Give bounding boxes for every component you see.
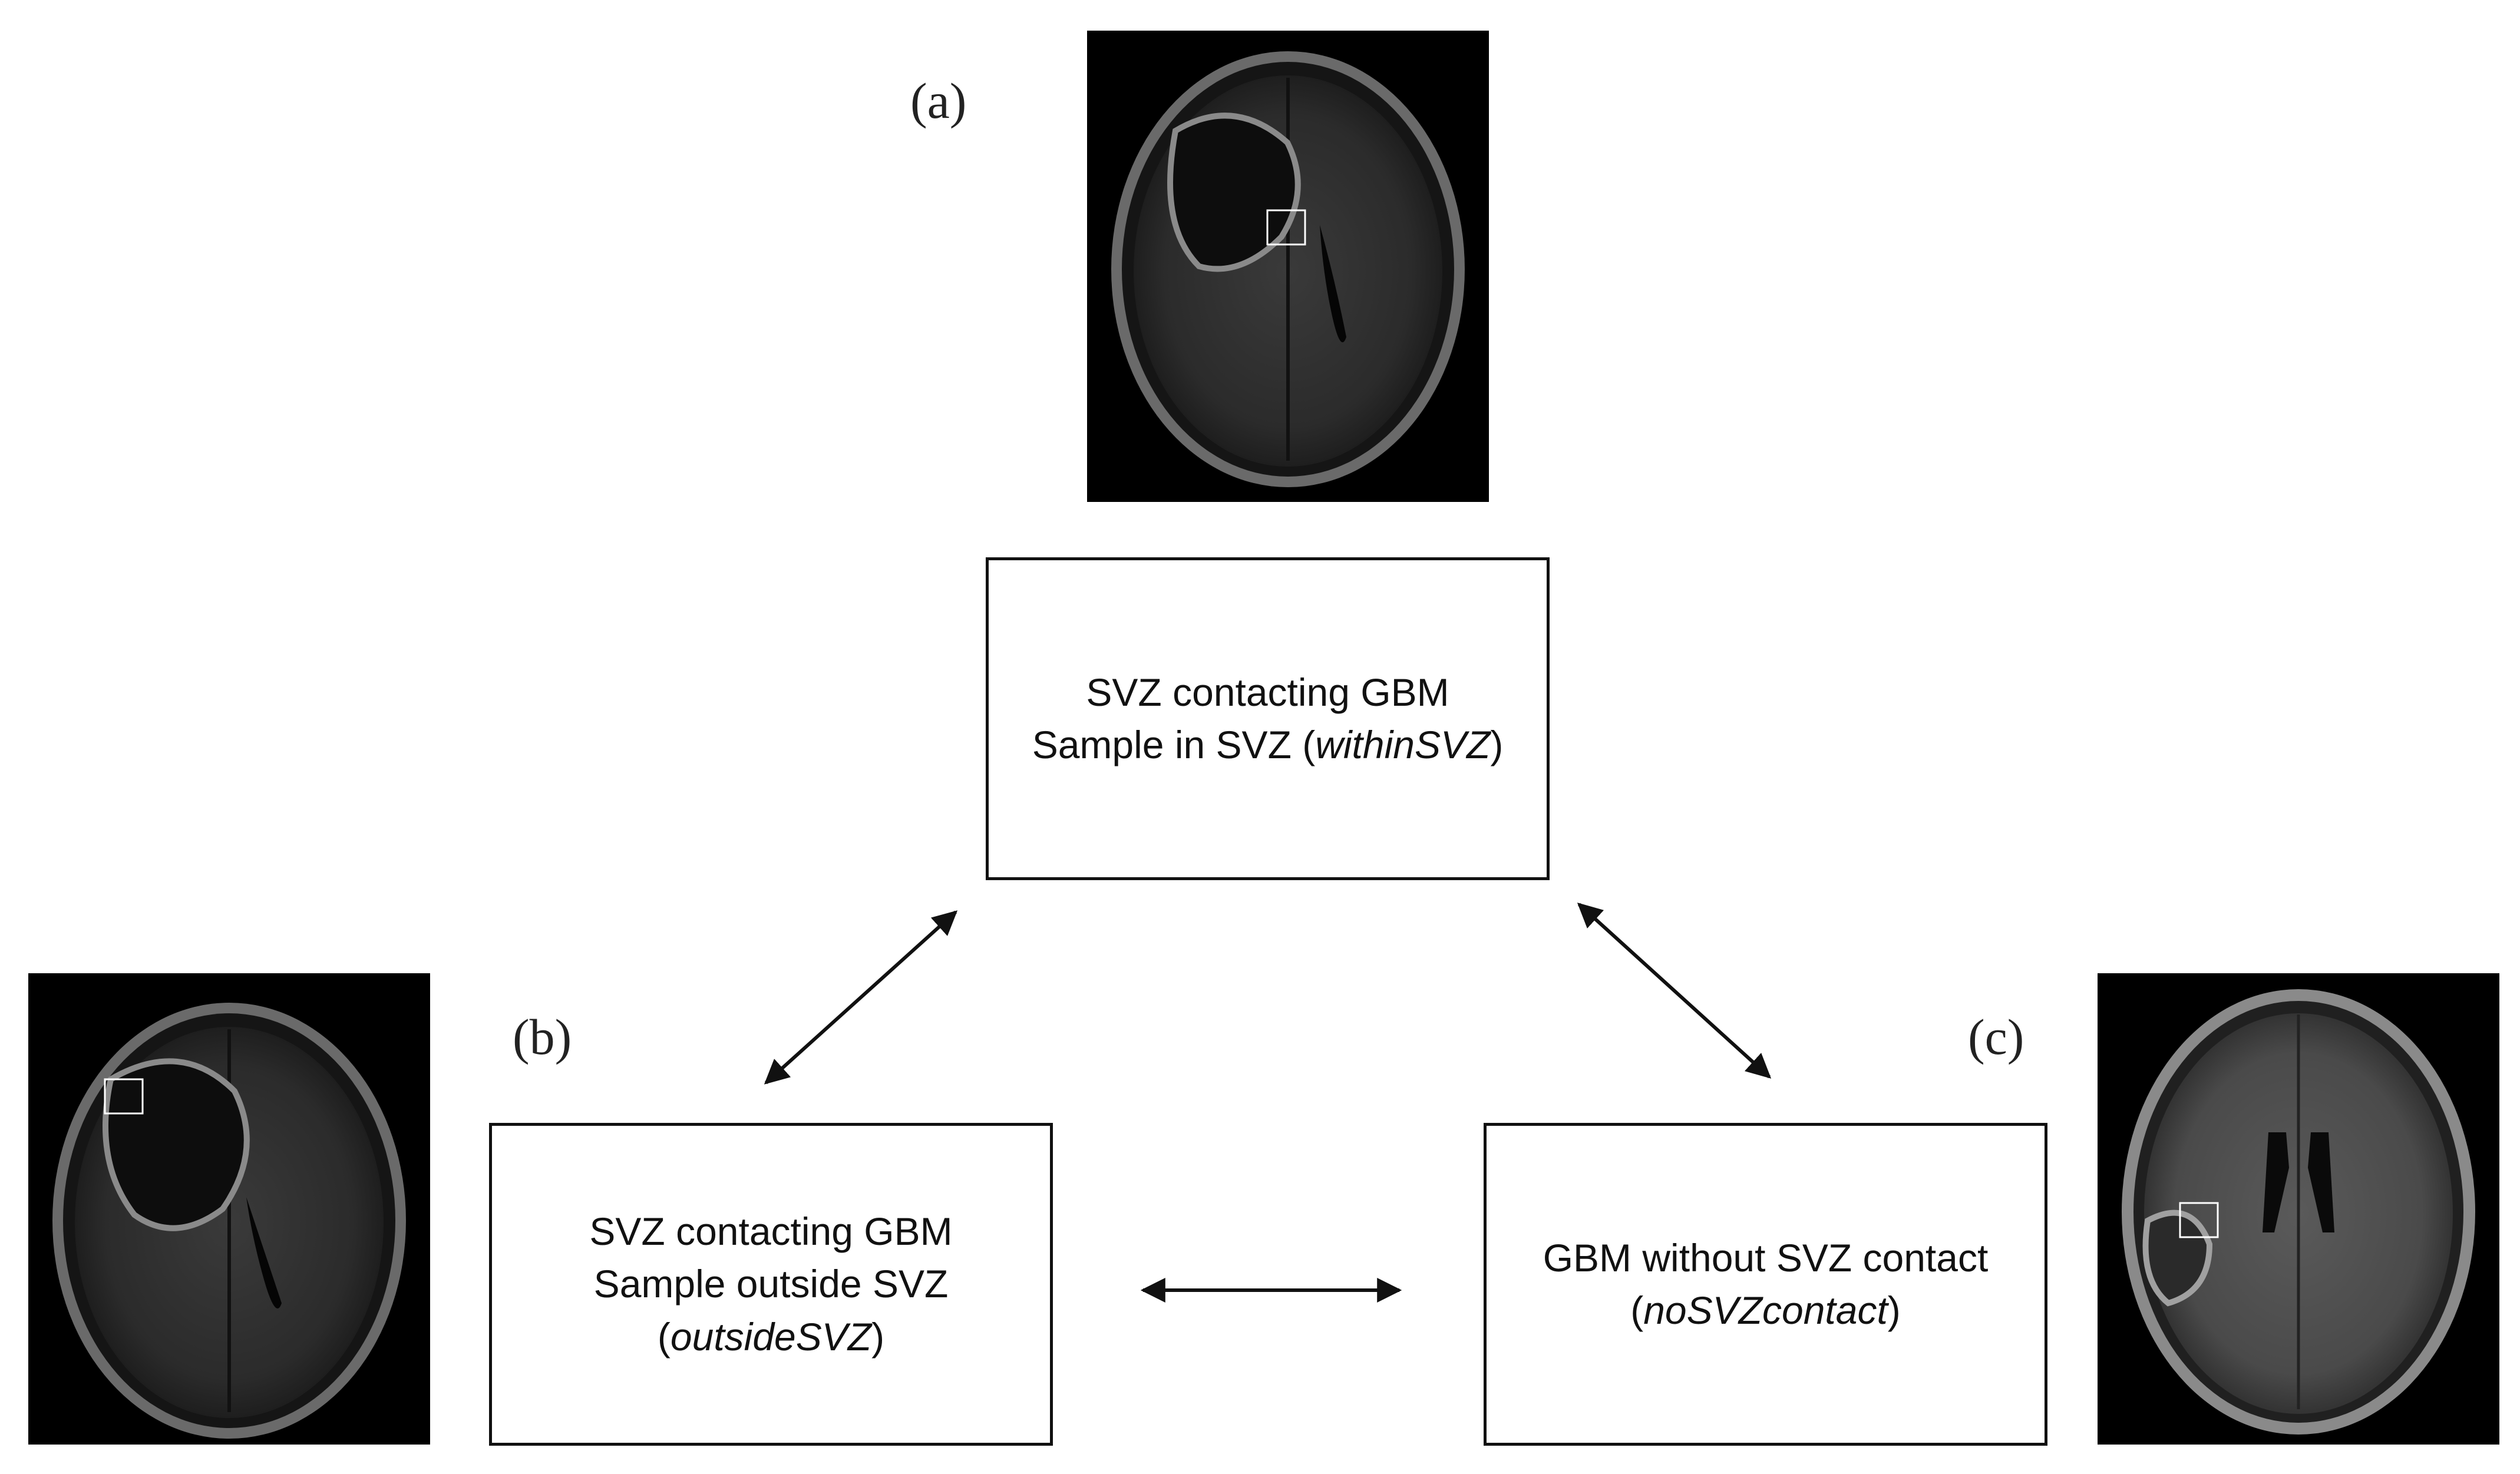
box-outside-line3-suffix: ) [871,1314,885,1359]
mri-image-b [28,973,430,1445]
brain-scan-icon [2098,973,2499,1445]
panel-label-c: (c) [1968,1009,2024,1065]
box-within-line1: SVZ contacting GBM [1086,670,1449,714]
box-nocontact-line1: GBM without SVZ contact [1543,1235,1989,1280]
box-nocontact-line2-prefix: ( [1630,1288,1644,1332]
box-nocontact-line2-suffix: ) [1887,1288,1901,1332]
box-outside-line3: (outsideSVZ) [658,1311,884,1363]
mri-image-c [2098,973,2499,1445]
box-within-line2-prefix: Sample in SVZ ( [1032,723,1316,766]
arrow-within-outside [764,910,958,1085]
box-outside-term: outsideSVZ [670,1314,872,1359]
box-outside-line1: SVZ contacting GBM [589,1209,953,1254]
box-nocontact-term: noSVZcontact [1643,1288,1888,1332]
box-outside-line2: Sample outside SVZ [593,1262,949,1306]
brain-scan-icon [1087,31,1489,502]
box-within-svz: SVZ contacting GBM Sample in SVZ (within… [986,557,1550,880]
box-no-svz-contact: GBM without SVZ contact (noSVZcontact) [1484,1123,2047,1446]
mri-image-a [1087,31,1489,502]
panel-label-a: (a) [910,72,967,129]
arrow-within-nocontact [1577,903,1772,1079]
box-nocontact-line2: (noSVZcontact) [1630,1284,1901,1337]
box-outside-svz: SVZ contacting GBM Sample outside SVZ (o… [489,1123,1053,1446]
box-within-line2-suffix: ) [1490,723,1504,766]
box-within-line2: Sample in SVZ (withinSVZ) [1032,719,1504,771]
panel-label-b: (b) [513,1009,572,1065]
brain-scan-icon [28,973,430,1445]
box-within-term: withinSVZ [1315,723,1491,766]
box-outside-line3-prefix: ( [657,1314,671,1359]
